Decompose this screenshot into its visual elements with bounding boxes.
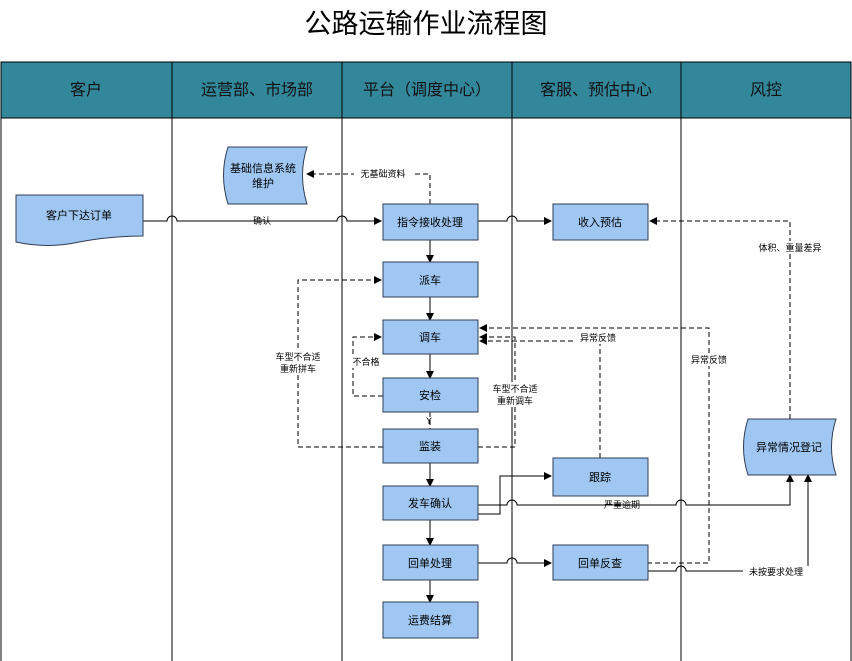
label-unqualified: 不合格 (352, 356, 379, 368)
node-receipt-box (382, 544, 479, 581)
label-confirm: 确认 (253, 215, 271, 227)
node-departure-box (382, 485, 479, 521)
node-receipt-check: 回单反查 (578, 556, 622, 570)
arrow-instruction-to-income (478, 215, 552, 225)
label-no-basic-data: 无基础资料 (360, 168, 405, 180)
node-instruction-box (382, 203, 479, 241)
arrow-receipt-to-check (478, 557, 552, 567)
label-yes: Y (425, 417, 432, 427)
label-bg-volume-weight (752, 241, 828, 254)
node-loading: 监装 (419, 440, 441, 453)
node-receipt-check-box (552, 544, 649, 581)
node-dispatch-box (382, 261, 479, 298)
node-tracking: 跟踪 (589, 470, 611, 484)
lane-platform: 平台（调度中心） (363, 80, 491, 99)
node-dispatch: 派车 (419, 273, 441, 287)
lane-operations: 运营部、市场部 (201, 80, 313, 99)
node-basic-info-line1: 基础信息系统 (230, 161, 296, 175)
arrow-volume-weight-diff (649, 217, 791, 419)
node-adjust: 调车 (419, 330, 441, 344)
label-exception-feedback-1: 异常反馈 (580, 332, 616, 344)
label-mismatch-readjust-2: 重新调车 (497, 395, 533, 407)
node-income-box (552, 203, 649, 241)
node-income: 收入预估 (578, 215, 622, 229)
lane-header-bar (0, 61, 852, 119)
label-severe-delay: 严重逾期 (604, 499, 640, 511)
node-tracking-box (552, 457, 649, 497)
node-exception: 异常情况登记 (756, 440, 822, 454)
label-bg-feedback-1 (575, 332, 621, 344)
arrow-departure-to-tracking (478, 472, 552, 515)
label-mismatch-regroup-1: 车型不合适 (275, 351, 320, 363)
node-loading-box (382, 428, 479, 464)
node-basic-info-shape (223, 146, 308, 205)
label-mismatch-regroup-2: 重新拼车 (280, 363, 316, 375)
label-mismatch-readjust-1: 车型不合适 (492, 383, 537, 395)
lane-risk-control: 风控 (750, 80, 782, 99)
lane-customer-service: 客服、预估中心 (540, 80, 652, 99)
label-bg-not-as-required (743, 566, 809, 578)
node-departure: 发车确认 (408, 496, 452, 510)
node-customer-order: 客户下达订单 (46, 208, 112, 222)
lane-customer: 客户 (70, 80, 102, 99)
arrow-severe-delay (478, 474, 794, 506)
node-freight-box (382, 601, 479, 639)
label-bg-regroup (270, 350, 326, 375)
node-adjust-box (382, 319, 479, 355)
arrow-order-to-instruction (143, 215, 382, 225)
arrow-receipt-check-feedback (479, 324, 710, 564)
node-inspection-box (382, 377, 479, 413)
label-bg-no-basic-data (354, 168, 412, 180)
node-customer-order-shape (15, 194, 144, 246)
page-title: 公路运输作业流程图 (304, 9, 548, 40)
label-bg-feedback-2 (686, 354, 732, 366)
node-receipt: 回单处理 (408, 557, 452, 570)
label-exception-feedback-2: 异常反馈 (691, 354, 727, 366)
node-freight: 运费结算 (408, 613, 452, 627)
label-bg-unqualified (349, 356, 383, 368)
label-volume-weight: 体积、重量差异 (758, 242, 821, 254)
label-not-as-required: 未按要求处理 (749, 566, 803, 578)
node-exception-shape (743, 418, 837, 476)
arrow-no-basic-data (306, 170, 431, 204)
node-basic-info-line2: 维护 (252, 176, 274, 190)
node-inspection: 安检 (419, 388, 441, 402)
arrow-not-as-required (647, 474, 812, 572)
label-bg-readjust (487, 382, 543, 407)
node-instruction: 指令接收处理 (397, 215, 463, 229)
